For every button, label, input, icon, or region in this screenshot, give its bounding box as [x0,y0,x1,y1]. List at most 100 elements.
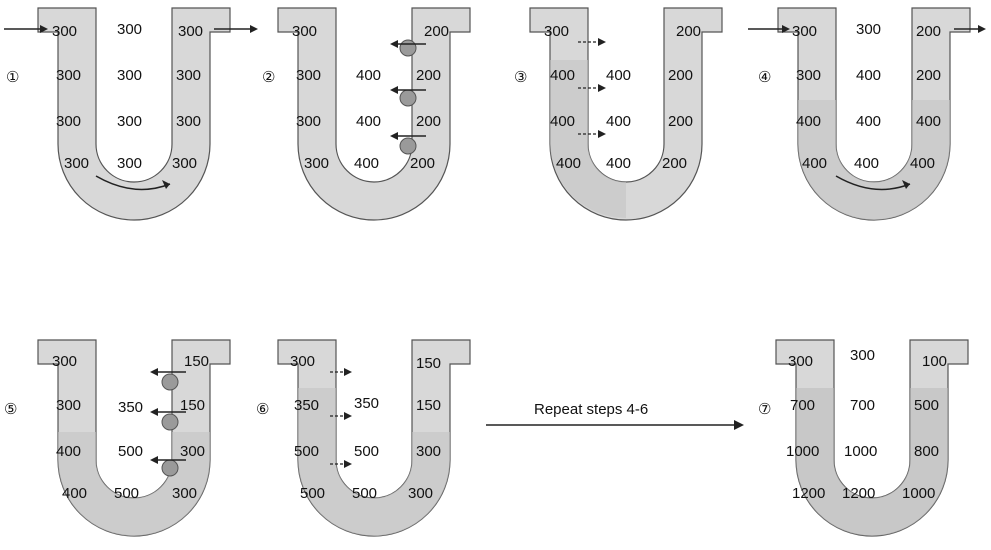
outflow-arrowhead [978,25,986,33]
diffusion-arrowhead [598,84,606,92]
right-value: 200 [916,67,941,84]
right-value: 300 [416,443,441,460]
concentrated-zone [298,388,450,536]
middle-value: 400 [356,113,381,130]
middle-value: 400 [856,67,881,84]
middle-value: 500 [354,443,379,460]
repeat-arrow: Repeat steps 4-6 [486,401,744,430]
middle-value: 400 [856,113,881,130]
right-value: 200 [410,155,435,172]
step-2: ② 300 300 300 300 400 400 400 200 200 20… [262,7,471,221]
right-value: 500 [914,397,939,414]
step-label: ⑦ [758,401,771,418]
right-value: 300 [408,485,433,502]
middle-value: 300 [117,21,142,38]
right-value: 200 [416,113,441,130]
middle-value: 1200 [842,485,875,502]
pump-icon [161,373,179,391]
right-value: 150 [416,397,441,414]
left-value: 1000 [786,443,819,460]
left-value: 500 [300,485,325,502]
right-value: 300 [172,155,197,172]
pump-arrowhead [390,132,398,140]
concentrated-zone [798,100,950,220]
pump-arrowhead [150,368,158,376]
flow-arrow-bottom [835,175,911,191]
right-value: 200 [424,23,449,40]
right-value: 150 [184,353,209,370]
right-value: 200 [668,113,693,130]
right-value: 150 [180,397,205,414]
middle-value: 300 [856,21,881,38]
step-label: ① [6,69,19,86]
middle-value: 1000 [844,443,877,460]
left-value: 1200 [792,485,825,502]
left-value: 400 [62,485,87,502]
left-value: 350 [294,397,319,414]
left-value: 300 [56,67,81,84]
left-value: 500 [294,443,319,460]
left-value: 400 [550,113,575,130]
step-6: ⑥ 300 350 500 500 350 500 500 150 150 30… [256,339,471,537]
middle-value: 350 [354,395,379,412]
middle-value: 300 [850,347,875,364]
left-value: 300 [52,353,77,370]
left-value: 400 [550,67,575,84]
pump-icon [399,89,417,107]
repeat-label: Repeat steps 4-6 [534,401,648,418]
middle-value: 350 [118,399,143,416]
left-value: 300 [796,67,821,84]
step-3: ③ 300 400 400 400 400 400 400 200 200 20… [514,7,723,221]
concentrated-zone [58,432,210,536]
left-value: 400 [796,113,821,130]
middle-value: 300 [117,67,142,84]
middle-value: 400 [854,155,879,172]
step-7: ⑦ 300 700 1000 1200 300 700 1000 1200 10… [758,339,969,537]
pump-icon [161,459,179,477]
inflow-arrowhead [40,25,48,33]
step-label: ⑥ [256,401,269,418]
right-value: 300 [180,443,205,460]
middle-value: 500 [118,443,143,460]
right-value: 100 [922,353,947,370]
right-value: 300 [176,67,201,84]
pump-arrowhead [390,40,398,48]
middle-value: 700 [850,397,875,414]
outflow-arrowhead [250,25,258,33]
left-value: 400 [556,155,581,172]
middle-value: 400 [354,155,379,172]
right-value: 200 [668,67,693,84]
u-tube [37,7,231,221]
flow-arrow-bottom [95,175,171,191]
right-value: 1000 [902,485,935,502]
middle-value: 400 [606,67,631,84]
left-value: 300 [792,23,817,40]
step-5: ⑤ 300 300 400 400 350 500 500 150 150 30… [4,339,231,537]
right-value: 400 [916,113,941,130]
right-value: 300 [172,485,197,502]
right-value: 200 [662,155,687,172]
diffusion-arrowhead [344,460,352,468]
right-value: 400 [910,155,935,172]
middle-value: 500 [114,485,139,502]
right-value: 200 [416,67,441,84]
diffusion-arrowhead [344,412,352,420]
repeat-arrowhead [734,420,744,430]
right-value: 300 [176,113,201,130]
left-value: 300 [544,23,569,40]
left-value: 300 [290,353,315,370]
left-value: 300 [296,113,321,130]
pump-arrowhead [150,408,158,416]
step-label: ② [262,69,275,86]
diffusion-arrowhead [598,38,606,46]
pump-arrowhead [390,86,398,94]
left-value: 300 [296,67,321,84]
middle-value: 400 [356,67,381,84]
right-value: 200 [676,23,701,40]
diffusion-arrowhead [344,368,352,376]
left-value: 300 [304,155,329,172]
step-1: ① 300 300 300 300 300 300 300 300 300 30… [4,7,258,221]
right-value: 300 [178,23,203,40]
left-value: 300 [64,155,89,172]
